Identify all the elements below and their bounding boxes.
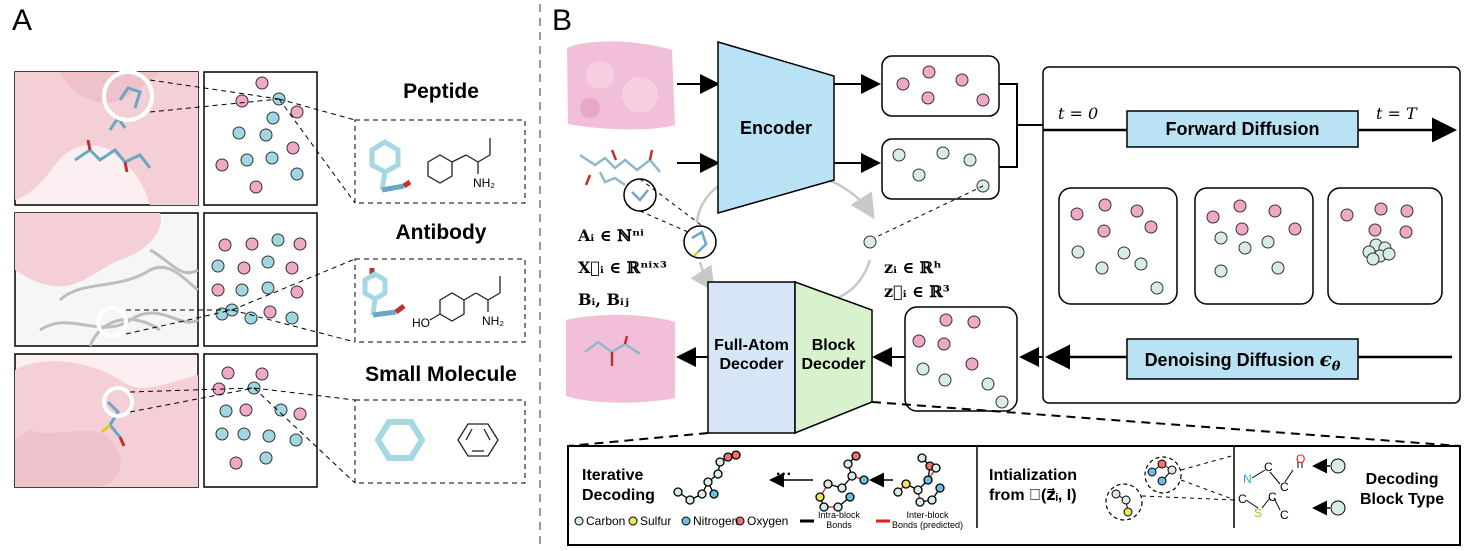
block-decoder-label: Block Decoder	[801, 337, 866, 373]
antibody-ho-label: HO	[412, 316, 430, 330]
initialization-label: Intialization from 𝒩(z⃗ᵢ, I)	[989, 467, 1077, 504]
latent-h-box	[881, 55, 1000, 117]
antibody-token-box	[203, 212, 318, 347]
category-antibody-title: Antibody	[395, 221, 487, 244]
input-ligand-sticks	[579, 149, 661, 187]
decoding-block-type-label: Decoding Block Type	[1360, 471, 1445, 508]
panel-a-graphics	[14, 70, 526, 488]
small-molecule-token-box	[203, 353, 318, 488]
category-peptide-title: Peptide	[403, 80, 479, 103]
antibody-nh2-label: NH₂	[482, 314, 504, 328]
input-protein-surface	[567, 41, 675, 130]
atom-c-label-3: C	[1238, 492, 1247, 506]
epsilon-symbol: ϵ	[1319, 347, 1332, 371]
encoder-block	[717, 40, 835, 214]
highlighted-block-circle	[623, 178, 657, 212]
t0-label: t = 0	[1058, 104, 1099, 123]
x-i-formula: X⃗ᵢ ∈ ℝⁿⁱˣ³	[578, 258, 667, 277]
iterative-decoding-molecules	[673, 450, 945, 512]
encoder-label: Encoder	[739, 118, 813, 138]
atom-s-label: S	[1254, 506, 1263, 520]
sampled-latent-box	[904, 306, 1018, 412]
iteration-ellipsis: ···	[776, 466, 792, 483]
small-molecule-molecule-box	[354, 399, 526, 484]
denoising-diffusion-box	[1126, 338, 1359, 380]
peptide-structure-image	[14, 70, 199, 206]
z-vec-formula: z⃗ᵢ ∈ ℝ³	[884, 282, 950, 301]
category-small-molecule-title: Small Molecule	[365, 363, 517, 386]
atom-c-label-4: C	[1268, 490, 1277, 504]
z-i-formula: zᵢ ∈ ℝʰ	[884, 258, 942, 277]
legend-nitrogen: Nitrogen	[693, 514, 739, 528]
peptide-molecule-box	[354, 119, 526, 204]
iterative-decoding-label: Iterative Decoding	[582, 467, 655, 504]
legend-inter-block: Inter-block Bonds (predicted)	[892, 510, 964, 530]
peptide-token-box	[203, 71, 318, 206]
panel-b-letter: B	[552, 4, 573, 37]
peptide-nh2-label: NH₂	[473, 176, 495, 190]
denoising-diffusion-text: Denoising Diffusion	[1144, 350, 1315, 370]
atom-c-label-1: C	[1264, 460, 1273, 474]
denoising-diffusion-label: Denoising Diffusion ϵθ	[1127, 347, 1358, 375]
full-atom-decoder-label: Full-Atom Decoder	[714, 337, 789, 373]
theta-subscript: θ	[1331, 359, 1341, 375]
atom-n-label: N	[1243, 472, 1252, 486]
small-molecule-structure-image	[14, 353, 199, 488]
antibody-molecule-box	[354, 258, 526, 343]
legend-intra-block: Intra-block Bonds	[818, 510, 861, 530]
antibody-structure-image	[14, 212, 199, 347]
b-i-formula: Bᵢ, Bᵢⱼ	[578, 290, 629, 309]
forward-diffusion-box	[1126, 110, 1359, 148]
output-protein-surface	[566, 314, 675, 403]
atom-c-label-2: C	[1280, 480, 1289, 494]
zoomed-block-circle	[683, 225, 717, 259]
diffusion-stage-1	[1058, 187, 1178, 305]
tT-label: t = T	[1376, 104, 1417, 123]
atom-o-label: O	[1296, 452, 1306, 466]
forward-diffusion-label: Forward Diffusion	[1165, 119, 1320, 139]
legend-oxygen: Oxygen	[747, 514, 789, 528]
a-i-formula: Aᵢ ∈ ℕⁿⁱ	[578, 226, 644, 245]
diffusion-stage-2	[1194, 187, 1314, 305]
panel-a-letter: A	[12, 4, 33, 37]
atom-c-label-5: C	[1280, 508, 1289, 522]
legend-carbon: Carbon	[586, 514, 626, 528]
legend-sulfur: Sulfur	[640, 514, 672, 528]
